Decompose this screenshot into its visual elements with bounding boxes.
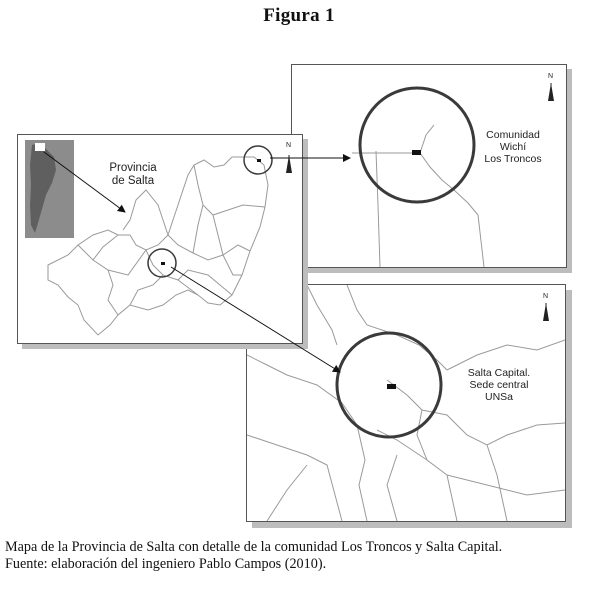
dept-line — [167, 234, 251, 261]
dept-line — [77, 244, 147, 276]
border-line — [416, 409, 458, 521]
caption-description: Mapa de la Provincia de Salta con detall… — [5, 539, 503, 555]
dept-line — [193, 164, 266, 216]
border-line — [419, 124, 435, 154]
border-line — [376, 429, 428, 461]
border-line — [352, 152, 485, 267]
north-arrow — [543, 303, 549, 321]
main-map-provincia: Provincia de Salta N — [17, 134, 303, 344]
caption-source: Fuente: elaboración del ingeniero Pablo … — [5, 555, 327, 572]
figure-title: Figura 1 — [263, 5, 335, 26]
border-line — [386, 379, 565, 446]
capital-marker — [387, 384, 396, 389]
salta-highlight — [35, 143, 45, 151]
focus-circle — [335, 331, 443, 439]
dept-line — [192, 204, 204, 254]
dept-line — [212, 214, 224, 256]
community-marker — [412, 150, 421, 155]
border-line — [375, 150, 381, 267]
dept-line — [92, 234, 119, 261]
border-line — [306, 285, 338, 346]
focus-circle — [358, 86, 476, 204]
los-troncos-marker — [257, 159, 261, 162]
north-label: N — [286, 142, 292, 149]
comunidad-label: Comunidad Wichí Los Troncos — [484, 129, 542, 165]
detail-bottom-drawing — [247, 285, 565, 521]
north-label: N — [543, 293, 549, 300]
dept-line — [222, 254, 242, 276]
border-line — [486, 444, 508, 521]
dept-line — [129, 274, 164, 306]
north-arrow — [286, 155, 292, 173]
capital-label: Salta Capital. Sede central UNSa — [467, 367, 531, 403]
capital-circle — [147, 248, 177, 278]
border-line — [266, 464, 308, 521]
dept-line — [107, 269, 119, 316]
border-line — [386, 454, 398, 521]
dept-line — [122, 189, 169, 236]
detail-map-los-troncos: Comunidad Wichí Los Troncos N — [291, 64, 567, 268]
los-troncos-circle — [243, 145, 273, 175]
capital-small-marker — [161, 262, 165, 265]
border-line — [247, 434, 343, 521]
provincia-label: Provincia de Salta — [109, 162, 157, 187]
border-line — [446, 339, 565, 371]
border-line — [446, 474, 565, 496]
figure-caption: Mapa de la Provincia de Salta con detall… — [5, 539, 585, 572]
north-label: N — [548, 73, 554, 80]
north-arrow — [548, 83, 554, 101]
detail-top-drawing — [352, 83, 554, 267]
border-line — [247, 354, 368, 521]
